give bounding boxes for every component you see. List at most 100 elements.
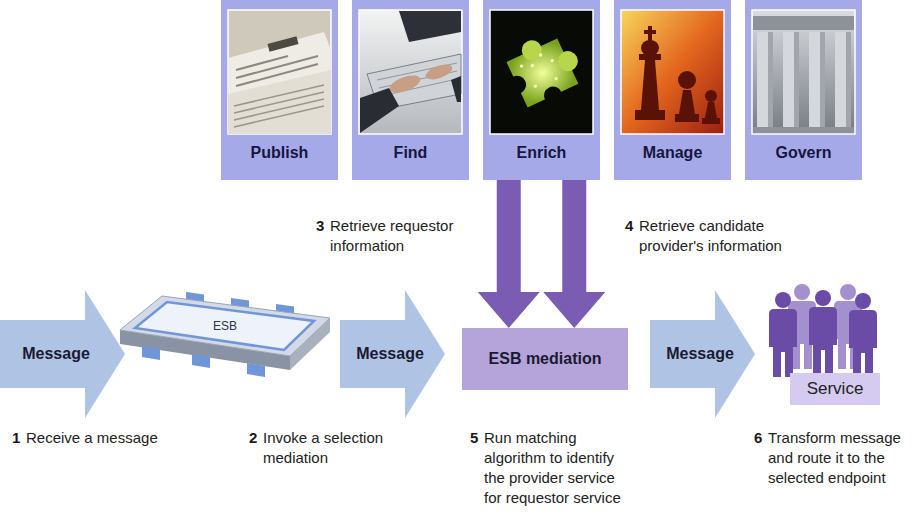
step-number: 3 — [316, 216, 324, 236]
laptop-photo-part — [399, 11, 461, 42]
chess-photo-part-part — [644, 30, 656, 34]
step-number: 5 — [470, 428, 478, 448]
registry-tile: Enrich — [483, 0, 600, 180]
newspaper-photo-part-part — [234, 106, 324, 127]
esb-device-part — [135, 302, 314, 350]
puzzle-photo-part-part — [519, 37, 546, 64]
puzzle-photo-part-part-part — [530, 63, 534, 67]
node-text: Enrich — [517, 143, 567, 163]
chess-photo-part-part — [679, 90, 695, 114]
service-people — [769, 284, 877, 378]
esb-device-part — [247, 363, 265, 377]
registry-tile-frames-part — [745, 0, 862, 180]
columns-photo — [752, 10, 855, 134]
step-text: Invoke a selection mediation — [263, 428, 398, 468]
registry-tile-frames-part — [352, 0, 469, 180]
columns-photo-part-part — [835, 32, 851, 128]
step-number: 6 — [754, 428, 762, 448]
columns-photo-part-part — [794, 32, 799, 128]
message-arrow: Message — [650, 290, 755, 418]
registry-tile: Govern — [745, 0, 862, 180]
columns-photo-part-part — [846, 32, 851, 128]
newspaper-photo — [228, 10, 331, 134]
puzzle-photo-part-part-part — [550, 59, 554, 63]
node-text: Message — [666, 344, 734, 364]
node-text: Message — [22, 344, 90, 364]
node-text: Publish — [251, 143, 309, 163]
laptop-photo-part — [360, 88, 399, 133]
registry-tile-frames — [221, 0, 862, 180]
laptop-photo — [359, 10, 462, 134]
chess-photo-part-part — [635, 110, 665, 120]
retrieval-arrow — [478, 180, 540, 328]
chess-photo-part — [621, 10, 724, 134]
columns-photo-part-part — [820, 32, 825, 128]
step-text: Transform message and route it to the se… — [768, 428, 916, 488]
esb-device-part — [142, 346, 160, 360]
chess-photo-part — [635, 26, 720, 124]
chess-photo-part-part — [678, 71, 696, 89]
node-text: Manage — [643, 143, 703, 163]
service-label: Service — [790, 373, 880, 405]
step-text: Receive a message — [26, 428, 226, 448]
columns-photo-part — [768, 32, 851, 128]
puzzle-photo-part-part-part — [539, 53, 543, 57]
chess-photo-part-part — [675, 114, 699, 122]
service-people-part — [809, 290, 837, 375]
node-text: ESB — [213, 316, 237, 336]
message-arrow-outline — [0, 290, 125, 418]
puzzle-photo-part — [494, 25, 591, 119]
chess-photo-part-part — [705, 90, 717, 102]
esb-device-label: ESB — [170, 312, 280, 340]
step-text: Retrieve requestor information — [330, 216, 470, 256]
puzzle-photo-part-part — [505, 73, 529, 97]
puzzle-photo-part-part-part — [533, 84, 537, 88]
chess-photo-part-part — [639, 54, 661, 60]
laptop-photo-part — [424, 62, 454, 83]
puzzle-photo — [490, 10, 593, 134]
chess-photo-part-part — [641, 60, 659, 110]
service-people-part — [769, 292, 797, 377]
puzzle-photo-part-part — [541, 84, 565, 108]
columns-photo-part-part — [757, 32, 773, 128]
esb-device-part — [120, 296, 330, 356]
step-number: 1 — [12, 428, 20, 448]
puzzle-photo-part-part — [506, 38, 578, 107]
laptop-photo-part — [451, 76, 461, 102]
mediation-box: ESB mediation — [462, 328, 628, 390]
service-people-part — [849, 293, 877, 378]
retrieval-arrow — [543, 180, 605, 328]
node-text: ESB mediation — [489, 349, 602, 369]
node-text: Message — [356, 344, 424, 364]
columns-photo-part — [757, 32, 851, 128]
node-text: Service — [807, 379, 864, 399]
newspaper-photo-part — [228, 70, 331, 134]
columns-photo-part — [753, 16, 854, 30]
message-arrow: Message — [0, 290, 125, 418]
columns-photo-part-part — [768, 32, 773, 128]
step-number: 2 — [249, 428, 257, 448]
chess-photo — [621, 10, 724, 134]
message-arrow: Message — [340, 290, 445, 418]
esb-device-part — [192, 354, 210, 368]
node-text: Govern — [775, 143, 831, 163]
registry-tile-frames-part — [221, 0, 338, 180]
puzzle-photo-part-part — [519, 49, 562, 91]
step-text: Retrieve candidate provider's informatio… — [639, 216, 814, 256]
message-arrow-outline — [340, 290, 445, 418]
newspaper-photo-part — [228, 32, 331, 134]
columns-photo-part-part — [783, 32, 799, 128]
columns-photo-part — [752, 10, 855, 134]
newspaper-photo-part — [234, 85, 324, 127]
chess-photo-part-part — [641, 40, 659, 56]
puzzle-photo-part-part-part — [554, 77, 558, 81]
newspaper-photo-part-part — [236, 56, 288, 70]
columns-photo-part-part — [809, 32, 825, 128]
registry-tile-frames-part — [483, 0, 600, 180]
message-arrow-outline — [650, 290, 755, 418]
puzzle-photo-part — [490, 10, 593, 134]
registry-tile: Publish — [221, 0, 338, 180]
chess-photo-part-part — [702, 118, 720, 124]
step-number: 4 — [625, 216, 633, 236]
